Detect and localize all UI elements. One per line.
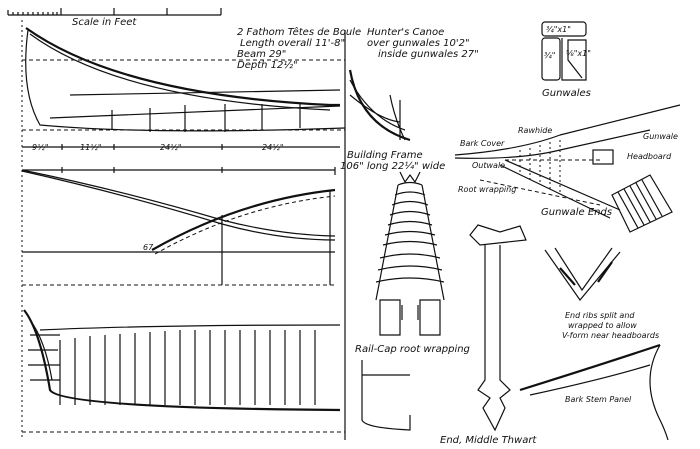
hunter-over: over gunwales 10'2"	[367, 38, 470, 49]
building-frame-line1: Building Frame	[347, 150, 423, 161]
scale-label: Scale in Feet	[72, 17, 137, 28]
rawhide-label: Rawhide	[518, 126, 552, 135]
dim-4: 24½"	[262, 143, 284, 152]
dim-2: 11½"	[80, 143, 102, 152]
spec-depth: Depth 12½"	[237, 59, 298, 71]
outwale-label: Outwale	[472, 161, 505, 170]
dim-3: 24½"	[160, 143, 182, 152]
canoe-profile-view	[21, 20, 346, 440]
gunwale-ends-title: Gunwale Ends	[541, 207, 612, 218]
canoe-plan-view	[22, 309, 345, 433]
building-frame-line2: 106" long 22¼" wide	[340, 160, 445, 172]
end-ribs-line3: V-form near headboards	[562, 331, 659, 340]
gunwales-title: Gunwales	[542, 88, 591, 99]
hunter-title: Hunter's Canoe	[367, 27, 444, 38]
plan-marker: 67	[143, 243, 154, 252]
dim-1: 9½"	[32, 143, 49, 152]
gunwale-label: Gunwale	[643, 132, 678, 141]
cross-section-view	[348, 69, 411, 142]
hunter-inside: inside gunwales 27"	[378, 49, 479, 60]
canoe-half-breadth-view	[21, 167, 336, 286]
end-section-view	[361, 360, 411, 431]
gunwale-inner-dim: ¾"	[544, 51, 555, 60]
spec-title: 2 Fathom Têtes de Boule	[237, 26, 361, 38]
bark-cover-label: Bark Cover	[460, 139, 505, 148]
root-wrapping-label: Root wrapping	[458, 185, 516, 194]
thwart-label: End, Middle Thwart	[440, 435, 537, 446]
rail-cap-label: Rail-Cap root wrapping	[355, 344, 470, 355]
gunwale-ends-detail	[454, 104, 681, 233]
end-ribs-line1: End ribs split and	[565, 311, 635, 320]
end-ribs-detail	[544, 247, 621, 301]
gunwale-cap-dim: ¾"x1"	[546, 25, 571, 34]
scale-bar	[7, 8, 222, 16]
stem-panel-label: Bark Stem Panel	[565, 395, 632, 404]
gunwales-section	[541, 21, 587, 81]
gunwale-outer-dim: ⅝"x1"	[566, 49, 591, 58]
spec-beam: Beam 29"	[237, 49, 286, 60]
rail-cap-wrapping-detail	[375, 171, 445, 336]
bark-stem-panel-detail	[519, 343, 669, 441]
headboard-label: Headboard	[627, 152, 672, 161]
middle-thwart-detail	[469, 224, 527, 432]
spec-length: Length overall 11'-8"	[240, 38, 345, 49]
dimension-line	[22, 144, 340, 150]
end-ribs-line2: wrapped to allow	[568, 321, 637, 330]
